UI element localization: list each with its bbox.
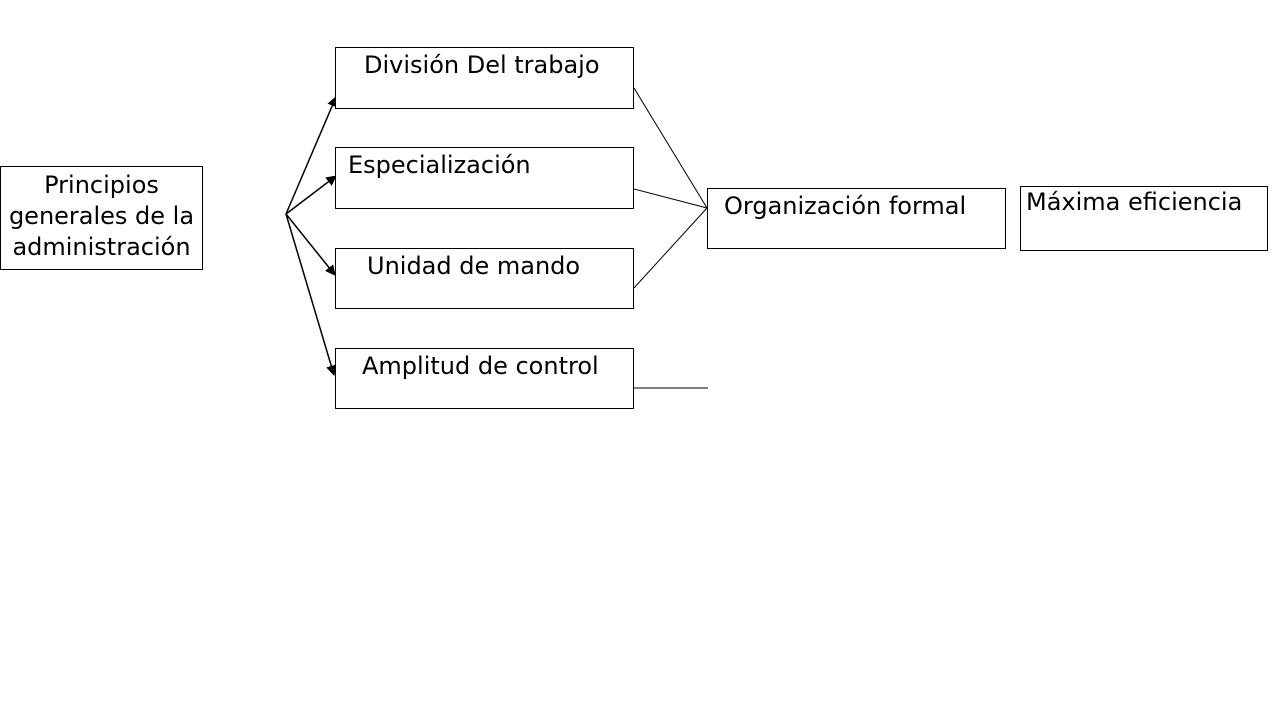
principle-box-division: División Del trabajo	[335, 47, 634, 109]
line-especializacion-to-org	[633, 188, 708, 209]
principle-box-unidad: Unidad de mando	[335, 248, 634, 309]
organization-label: Organización formal	[724, 192, 967, 220]
principle-box-especializacion: Especialización	[335, 147, 634, 209]
arrow-to-division	[285, 96, 338, 215]
principle-box-amplitud: Amplitud de control	[335, 348, 634, 409]
principle-label-unidad: Unidad de mando	[367, 252, 581, 280]
principle-label-division: División Del trabajo	[364, 51, 600, 79]
principle-label-amplitud: Amplitud de control	[362, 352, 599, 380]
result-label: Máxima eficiencia	[1026, 188, 1243, 216]
arrow-to-unidad	[285, 213, 336, 276]
principle-label-especializacion: Especialización	[348, 151, 531, 179]
root-box: Principios generales de la administració…	[0, 166, 203, 270]
root-label: Principios generales de la administració…	[8, 171, 195, 261]
arrow-to-especializacion	[285, 175, 337, 215]
result-box: Máxima eficiencia	[1020, 186, 1268, 251]
organization-box: Organización formal	[707, 188, 1006, 249]
line-division-to-org	[633, 87, 708, 209]
line-unidad-to-org	[633, 207, 708, 289]
arrow-to-amplitud	[285, 213, 337, 377]
